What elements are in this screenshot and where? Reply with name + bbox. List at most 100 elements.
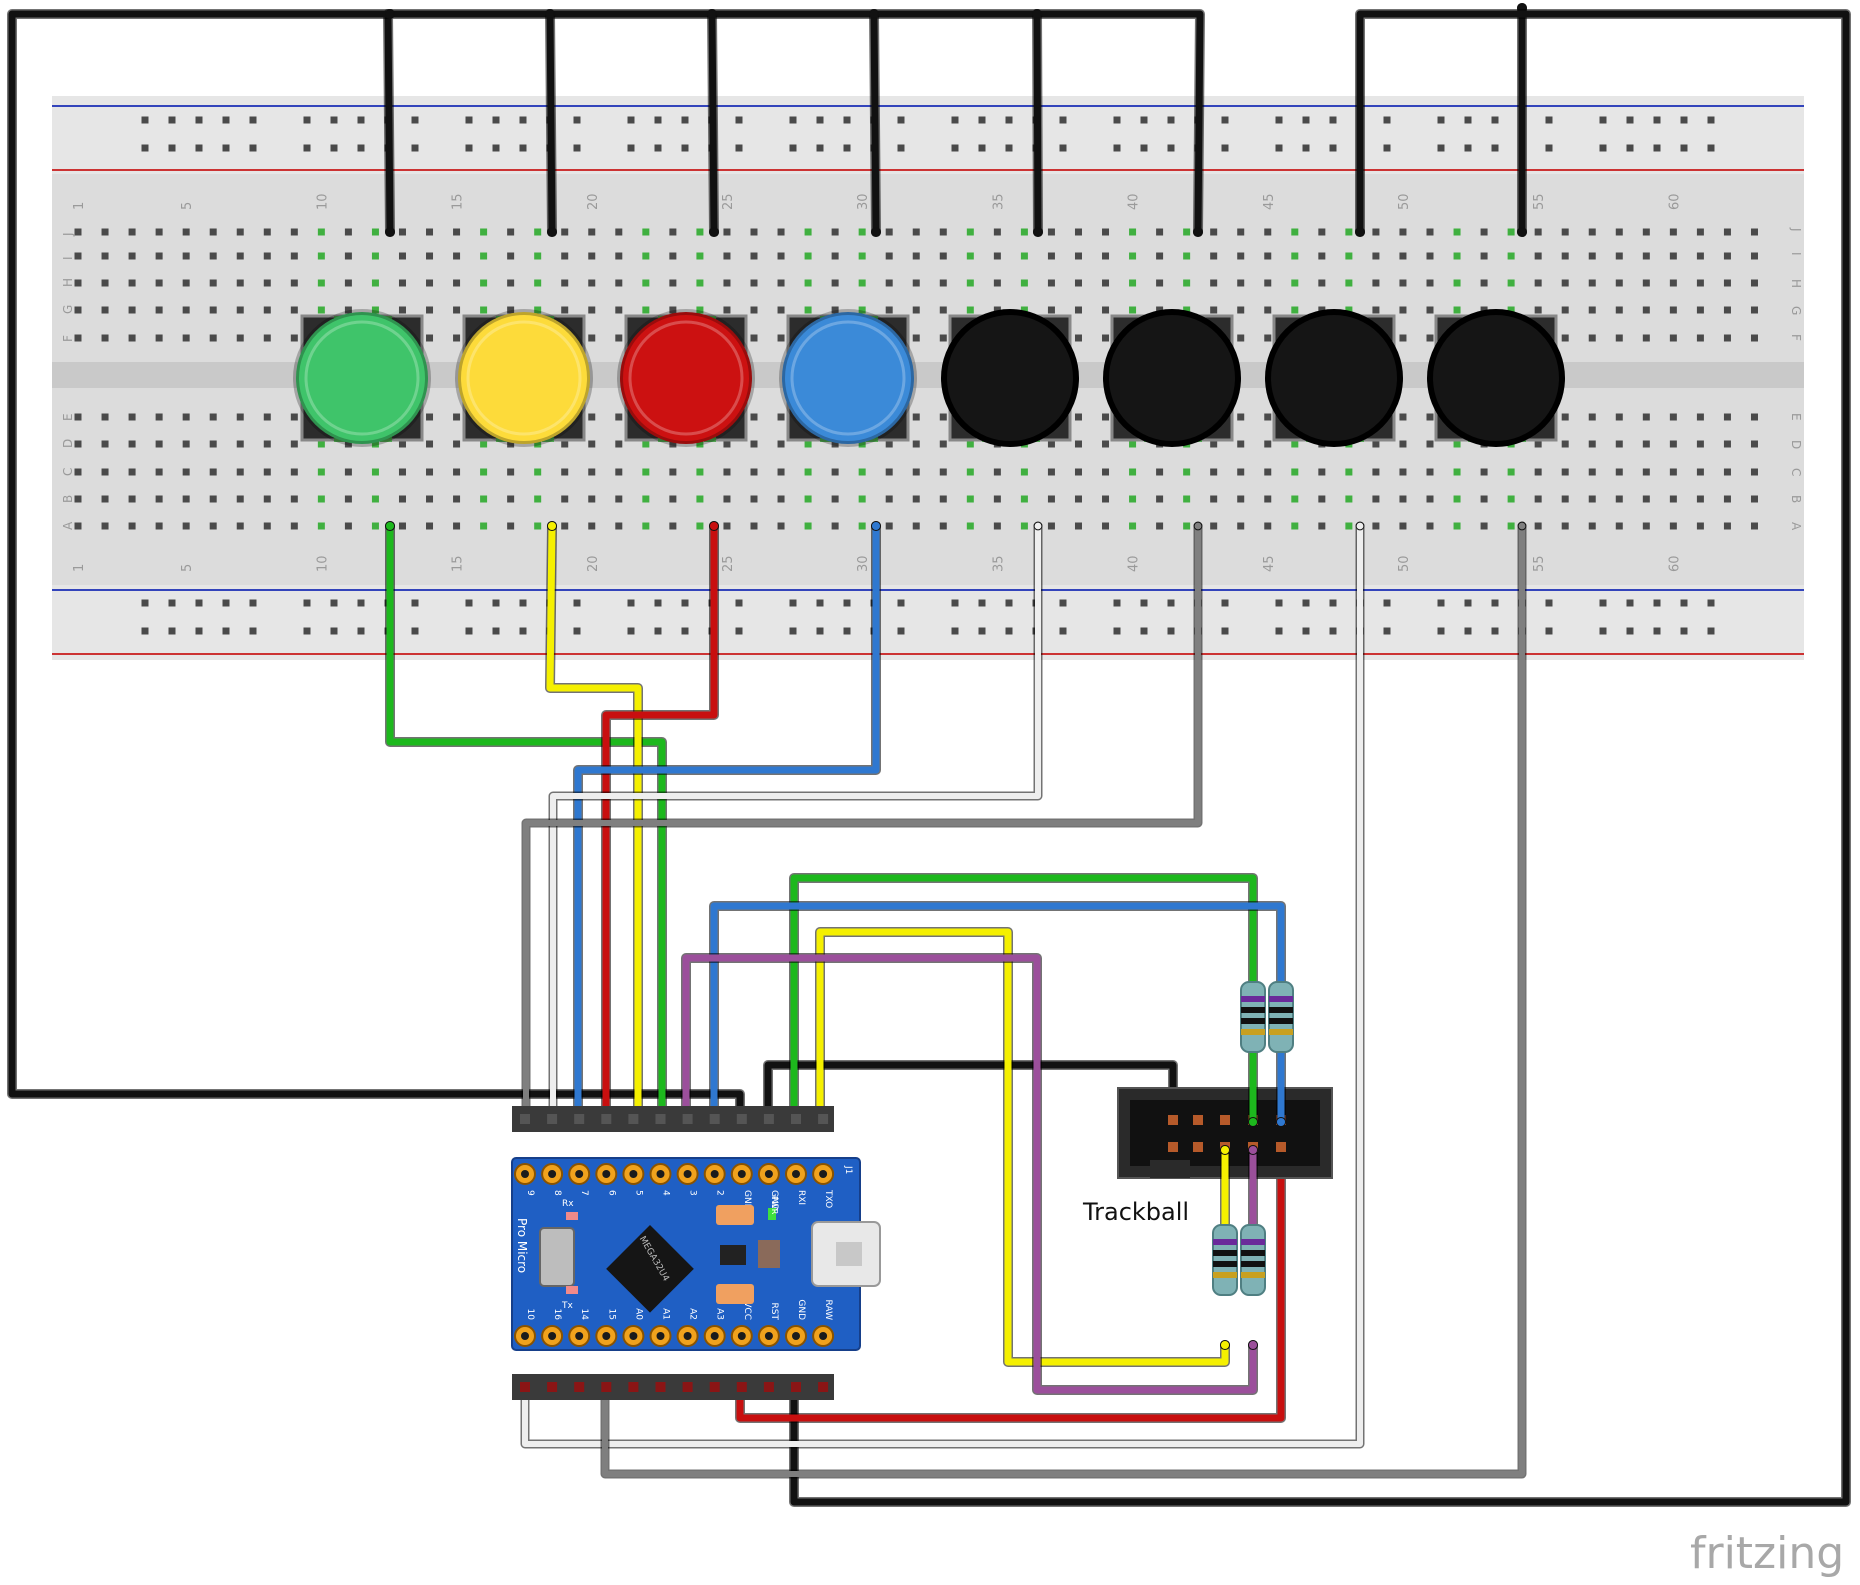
breadboard-hole [155, 228, 163, 236]
breadboard-hole [615, 252, 623, 260]
breadboard-hole [1102, 279, 1110, 287]
connector-pin [1168, 1115, 1178, 1125]
breadboard-hole [993, 228, 1001, 236]
rail-hole [816, 116, 824, 124]
breadboard-hole [939, 279, 947, 287]
breadboard-hole [642, 228, 650, 236]
header-pin [818, 1382, 829, 1392]
breadboard-hole [1588, 468, 1596, 476]
breadboard-hole [101, 228, 109, 236]
rail-hole [1383, 599, 1391, 607]
row-letter: C [1789, 468, 1803, 476]
resistor-body [1240, 981, 1266, 1053]
breadboard-hole [1426, 495, 1434, 503]
resistor-body [1212, 1224, 1238, 1296]
breadboard-hole [777, 252, 785, 260]
rail-hole [1059, 627, 1067, 635]
breadboard-hole [1372, 522, 1380, 530]
breadboard-hole [777, 279, 785, 287]
rail-hole [492, 599, 500, 607]
column-number: 40 [1127, 193, 1142, 210]
rail-hole [1275, 627, 1283, 635]
rail-hole [816, 144, 824, 152]
header-pin [709, 1114, 720, 1124]
breadboard-hole [1047, 306, 1055, 314]
breadboard-hole [615, 279, 623, 287]
breadboard-hole [831, 495, 839, 503]
breadboard-hole [1318, 495, 1326, 503]
pad-hole [764, 1332, 773, 1340]
rail-hole [1680, 627, 1688, 635]
breadboard-hole [209, 334, 217, 342]
breadboard-hole [831, 279, 839, 287]
rail-hole [735, 116, 743, 124]
breadboard-hole [236, 413, 244, 421]
breadboard-hole [101, 468, 109, 476]
breadboard-hole [426, 413, 434, 421]
breadboard-hole [155, 440, 163, 448]
push-button [1265, 309, 1403, 447]
breadboard-hole [885, 252, 893, 260]
rail-hole [222, 116, 230, 124]
breadboard-hole [155, 334, 163, 342]
tx-label: Tx [561, 1301, 573, 1311]
breadboard-hole [182, 228, 190, 236]
breadboard-hole [615, 440, 623, 448]
breadboard-hole [1534, 306, 1542, 314]
rail-hole [627, 599, 635, 607]
breadboard-hole [1074, 252, 1082, 260]
rail-hole [1680, 599, 1688, 607]
breadboard-hole [236, 495, 244, 503]
breadboard-hole [236, 279, 244, 287]
breadboard-hole [1723, 252, 1731, 260]
rail-hole [1599, 144, 1607, 152]
breadboard-hole [74, 306, 82, 314]
push-button [617, 309, 755, 447]
breadboard-hole [74, 468, 82, 476]
column-number: 5 [180, 202, 195, 210]
rail-hole [681, 599, 689, 607]
breadboard-hole [1102, 495, 1110, 503]
breadboard-hole [1723, 279, 1731, 287]
breadboard-hole [1102, 468, 1110, 476]
breadboard-hole [209, 440, 217, 448]
connector-pin [1276, 1142, 1286, 1152]
breadboard-hole [101, 334, 109, 342]
breadboard-hole [182, 413, 190, 421]
breadboard-hole [642, 306, 650, 314]
breadboard-hole [561, 252, 569, 260]
breadboard-hole [1669, 252, 1677, 260]
breadboard-hole [182, 252, 190, 260]
breadboard-hole [669, 440, 677, 448]
breadboard-hole [1291, 468, 1299, 476]
breadboard-hole [1642, 252, 1650, 260]
rail-hole [1221, 627, 1229, 635]
breadboard-hole [155, 252, 163, 260]
resistor-body [1268, 981, 1294, 1053]
resistor-band [1213, 1239, 1237, 1245]
push-button [779, 309, 917, 447]
breadboard-hole [1399, 228, 1407, 236]
breadboard-hole [209, 495, 217, 503]
breadboard-hole [1750, 228, 1758, 236]
wires-back [7, 2, 1851, 1507]
rail-hole [681, 116, 689, 124]
breadboard-hole [912, 413, 920, 421]
breadboard-hole [1210, 228, 1218, 236]
breadboard-hole [344, 495, 352, 503]
breadboard-hole [317, 468, 325, 476]
rail-hole [1437, 627, 1445, 635]
row-letter: E [1789, 413, 1803, 421]
rail-hole [1329, 144, 1337, 152]
breadboard-hole [912, 468, 920, 476]
breadboard-hole [1399, 468, 1407, 476]
row-letter: F [61, 335, 75, 342]
breadboard-hole [912, 440, 920, 448]
breadboard-hole [1723, 228, 1731, 236]
breadboard-hole [642, 522, 650, 530]
breadboard-hole [1345, 306, 1353, 314]
breadboard-hole [74, 522, 82, 530]
pad-hole [737, 1170, 746, 1178]
rail-hole [1707, 116, 1715, 124]
breadboard-hole [1642, 468, 1650, 476]
